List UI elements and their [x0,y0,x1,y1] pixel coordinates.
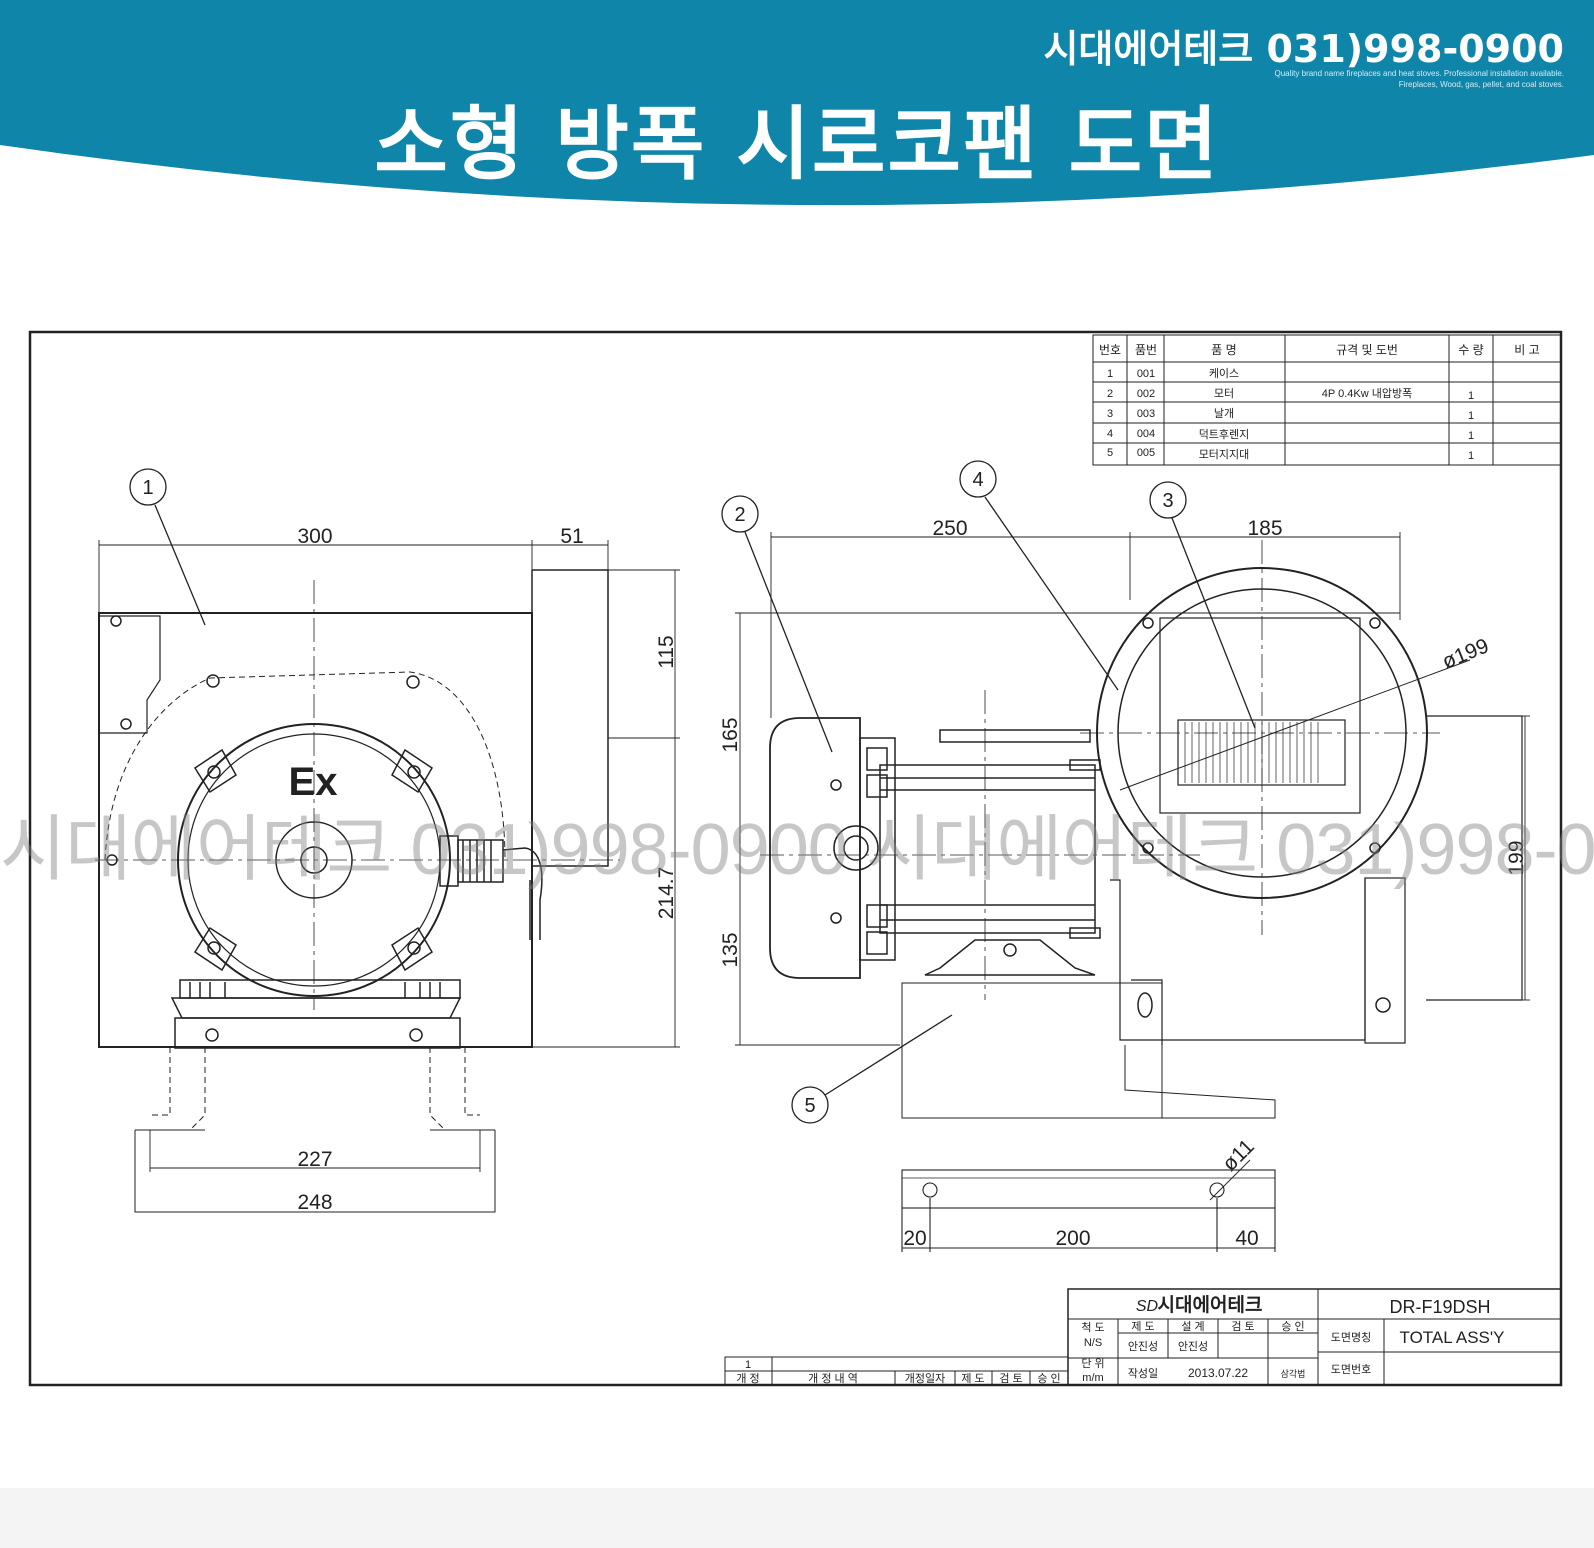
case-outline [98,612,533,1048]
logo-sd: SD [1136,1298,1159,1315]
dim-dia-199: ø199 [1439,634,1492,673]
tb-sign-3: 검 토 [1231,1320,1254,1333]
tb-date: 2013.07.22 [1188,1366,1248,1380]
rev-h4: 제 도 [961,1372,984,1385]
bracket-view [901,1159,1276,1252]
dim-250: 250 [932,517,967,540]
row3-partno: 003 [1137,408,1155,420]
tb-unit: m/m [1082,1372,1103,1384]
front-dims [98,540,680,1172]
tb-drafter: 안진성 [1128,1340,1158,1353]
dim-214-7: 214.7 [655,867,678,920]
balloon-1 [129,468,206,626]
flange-outline [532,569,609,867]
th-qty: 수 량 [1458,343,1483,357]
balloon-2 [721,495,759,533]
dim-300: 300 [297,525,332,548]
rev-h1: 개 정 [736,1372,759,1385]
rev-h3: 개정일자 [905,1371,945,1385]
balloon-4 [959,460,997,498]
dim-248: 248 [297,1191,332,1214]
row4-name: 덕트후렌지 [1199,428,1250,441]
dim-200: 200 [1055,1227,1090,1250]
th-note: 비 고 [1514,343,1539,357]
parts-table [1092,334,1562,466]
rev-number: 1 [745,1359,751,1371]
row1-partno: 001 [1137,368,1155,380]
balloon-5 [791,1086,829,1124]
th-no: 번호 [1099,343,1121,357]
dim-40: 40 [1235,1227,1258,1250]
tb-company: 시대에어테크 [1158,1294,1263,1316]
row5-name: 모터지지대 [1199,448,1250,461]
row5-no: 5 [1107,447,1113,459]
tb-method: 삼각법 [1281,1368,1306,1379]
tb-no-label: 도면번호 [1331,1363,1371,1376]
tb-sign-4: 승 인 [1281,1320,1304,1333]
row2-no: 2 [1107,388,1113,400]
company-contact: 시대에어테크 031)998-0900 [1043,27,1564,71]
parts-table-text: 번호 품번 품 명 규격 및 도번 수 량 비 고 1 001 케이스 2 00… [1099,343,1540,462]
balloon-2-label: 2 [734,504,745,526]
row1-name: 케이스 [1209,367,1239,380]
row3-name: 날개 [1214,407,1234,420]
balloon-5-label: 5 [804,1095,815,1117]
fan-wheel [1177,719,1346,786]
company-tagline: Quality brand name fireplaces and heat s… [1274,69,1565,89]
tb-sign-2: 설 계 [1181,1320,1204,1333]
dim-135: 135 [719,932,742,967]
tb-name-label: 도면명칭 [1331,1331,1371,1344]
balloon-3 [1149,481,1187,519]
tb-sign-1: 제 도 [1131,1320,1154,1333]
balloon-3-label: 3 [1162,490,1173,512]
row4-qty: 1 [1468,430,1474,442]
title-block [724,1288,1562,1386]
header-background [0,0,1594,206]
row4-no: 4 [1107,428,1113,440]
header-banner: 시대에어테크 031)998-0900 Quality brand name f… [0,0,1594,215]
dim-165: 165 [719,717,742,752]
balloon-1-label: 1 [142,477,153,499]
tb-scale-label: 척 도 [1081,1321,1104,1334]
row3-qty: 1 [1468,410,1474,422]
balloon-4-label: 4 [972,469,983,491]
tb-scale: N/S [1084,1337,1102,1349]
dim-227: 227 [297,1148,332,1171]
tb-name: TOTAL ASS'Y [1400,1328,1505,1347]
front-view [95,569,620,1213]
row2-qty: 1 [1468,390,1474,402]
tb-date-label: 작성일 [1128,1366,1158,1380]
tb-model: DR-F19DSH [1389,1297,1490,1317]
row1-no: 1 [1107,368,1113,380]
dim-185: 185 [1247,517,1282,540]
side-view [760,540,1523,1119]
tb-unit-label: 단 위 [1081,1357,1104,1370]
dim-20: 20 [903,1227,926,1250]
rev-h2: 개 정 내 역 [808,1372,858,1385]
rev-h6: 승 인 [1037,1372,1060,1385]
ex-mark: Ex [289,760,338,804]
th-spec: 규격 및 도번 [1336,343,1398,357]
side-dims [735,532,1530,1046]
row2-partno: 002 [1137,388,1155,400]
tb-designer: 안진성 [1178,1340,1208,1353]
page-title: 소형 방폭 시로코팬 도면 [374,98,1220,191]
dim-199: 199 [1505,840,1528,875]
dim-51: 51 [560,525,583,548]
row2-name: 모터 [1214,387,1234,400]
row5-qty: 1 [1468,450,1474,462]
row3-no: 3 [1107,408,1113,420]
row2-spec: 4P 0.4Kw 내압방폭 [1322,387,1412,400]
rev-h5: 검 토 [999,1372,1022,1385]
row4-partno: 004 [1137,428,1155,440]
th-name: 품 명 [1211,343,1236,357]
th-partno: 품번 [1135,343,1157,357]
footer-band [0,1488,1594,1548]
dim-115: 115 [655,635,678,668]
row5-partno: 005 [1137,447,1155,459]
title-block-text: SD 시대에어테크 DR-F19DSH 도면명칭 TOTAL ASS'Y 도면번… [736,1294,1504,1385]
